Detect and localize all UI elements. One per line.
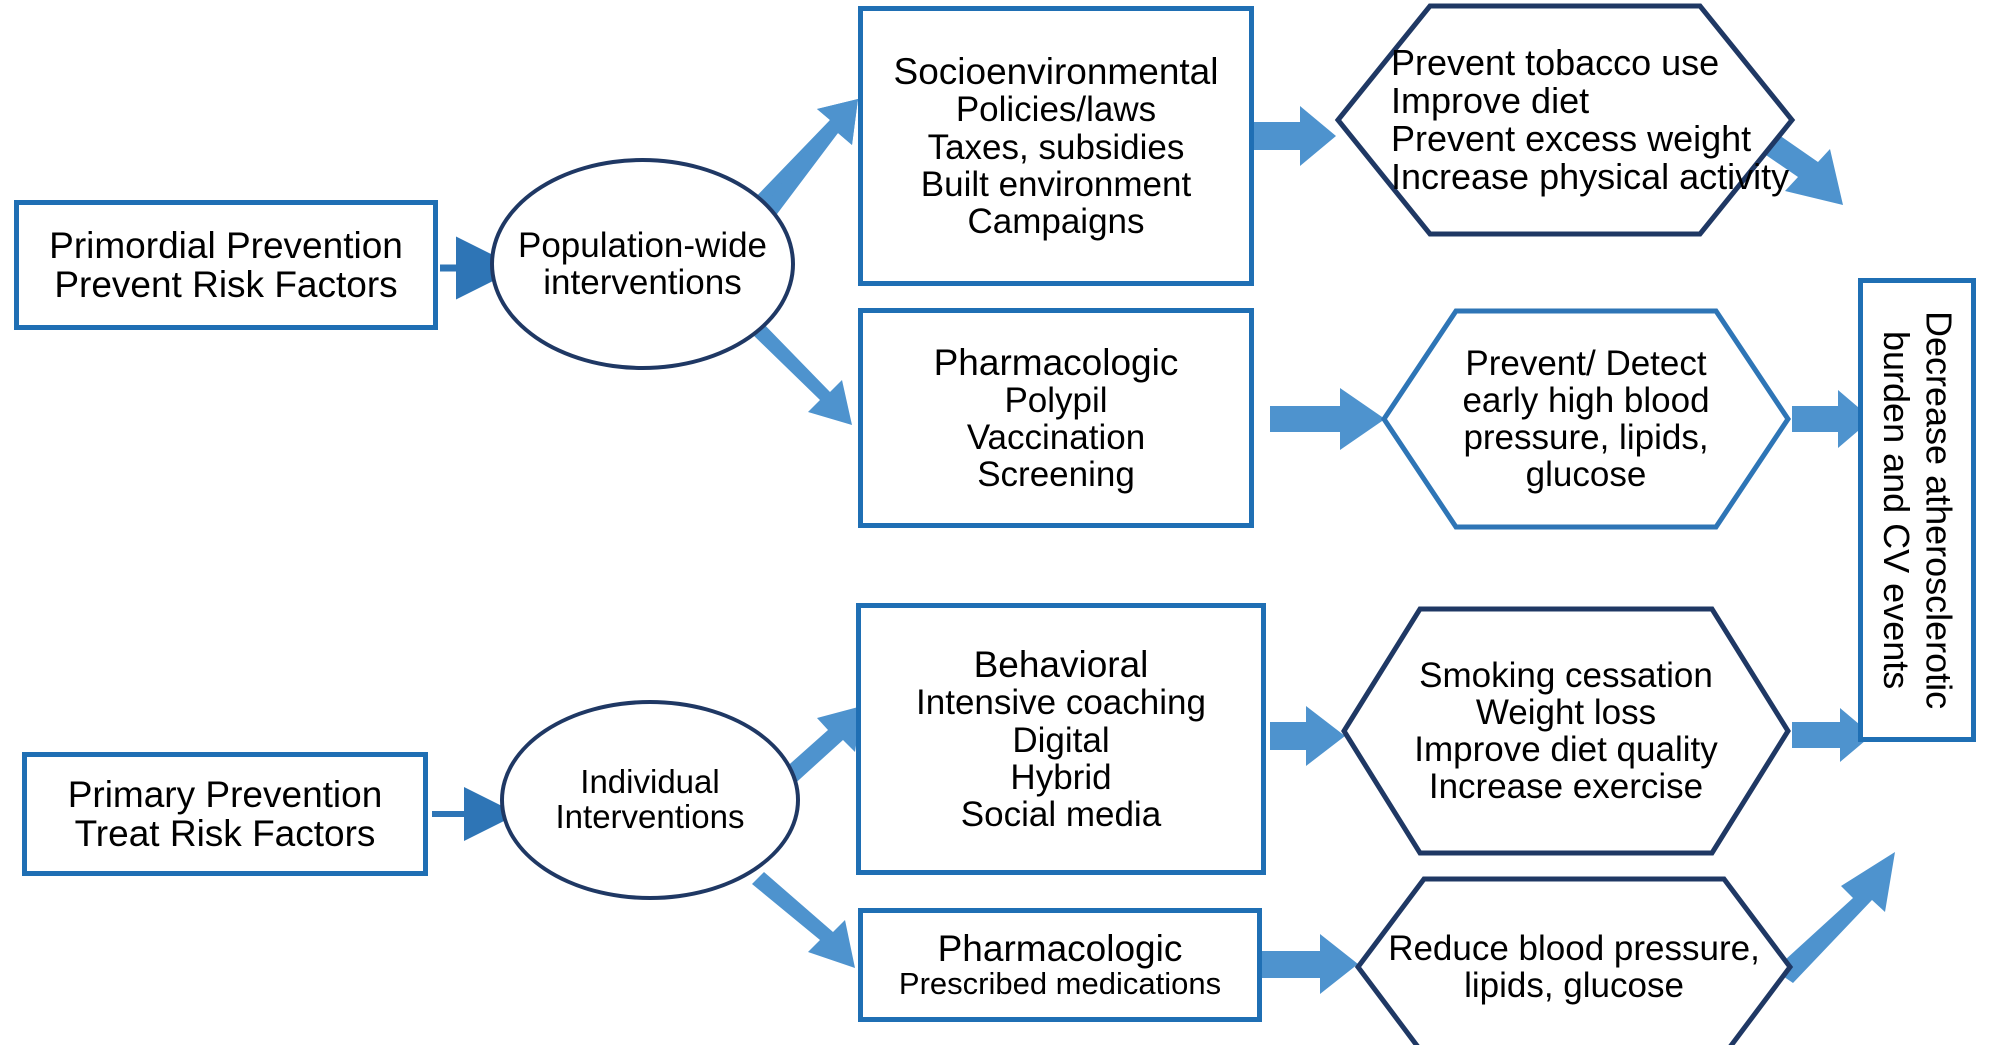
node-outcomes-pharmacologic-population[interactable]: Prevent/ Detect early high blood pressur… <box>1378 306 1794 532</box>
final-outcome-text-wrapper: Decrease atherosclerotic burden and CV e… <box>1863 283 1971 737</box>
pharmacologic-ind-item-0: Prescribed medications <box>898 966 1222 1002</box>
node-final-outcome[interactable]: Decrease atherosclerotic burden and CV e… <box>1858 278 1976 742</box>
node-socioenvironmental[interactable]: Socioenvironmental Policies/laws Taxes, … <box>858 6 1254 286</box>
primary-line1: Primary Prevention <box>67 773 383 815</box>
socioenvironmental-item-0: Policies/laws <box>955 90 1157 130</box>
hexagon-shape-1 <box>1334 3 1796 237</box>
behavioral-item-2: Hybrid <box>1010 757 1112 797</box>
pharmacologic-ind-heading: Pharmacologic <box>937 927 1183 969</box>
socioenvironmental-item-1: Taxes, subsidies <box>927 127 1185 167</box>
behavioral-item-0: Intensive coaching <box>916 683 1206 723</box>
arrow-behavioral-to-outcomes-behavioral <box>1270 706 1345 766</box>
arrow-pharmacologic-pop-to-outcomes <box>1270 388 1385 450</box>
final-outcome-text: Decrease atherosclerotic burden and CV e… <box>1876 310 1960 710</box>
outcomes-pharm-ind-item-1: lipids, glucose <box>1464 966 1684 1005</box>
arrow-individual-to-pharmacologic-ind <box>752 872 855 968</box>
population-line1: Population-wide <box>517 225 768 265</box>
outcomes-socio-item-3: Increase physical activity <box>1391 156 1790 198</box>
behavioral-item-3: Social media <box>960 794 1162 834</box>
socioenvironmental-item-2: Built environment <box>920 164 1192 204</box>
node-pharmacologic-population[interactable]: Pharmacologic Polypil Vaccination Screen… <box>858 308 1254 528</box>
individual-line2: Interventions <box>555 798 745 835</box>
outcomes-pharm-pop-item-0: Prevent/ Detect <box>1465 343 1707 383</box>
pharmacologic-pop-item-1: Vaccination <box>966 418 1146 458</box>
outcomes-pharm-pop-text: Prevent/ Detect early high blood pressur… <box>1378 306 1794 532</box>
primordial-line2: Prevent Risk Factors <box>54 264 398 305</box>
node-outcomes-pharmacologic-individual[interactable]: Reduce blood pressure, lipids, glucose <box>1352 874 1796 1045</box>
outcomes-socio-item-1: Improve diet <box>1391 79 1590 121</box>
arrow-socioenvironmental-to-outcomes <box>1253 106 1336 166</box>
hexagon-shape-4 <box>1354 876 1794 1045</box>
socioenvironmental-item-3: Campaigns <box>967 201 1145 241</box>
outcomes-behavioral-item-0: Smoking cessation <box>1419 655 1713 695</box>
hexagon-shape-2 <box>1380 308 1792 530</box>
outcomes-behavioral-item-3: Increase exercise <box>1428 767 1704 807</box>
outcomes-behavioral-item-2: Improve diet quality <box>1414 730 1718 769</box>
node-population-wide-interventions[interactable]: Population-wide interventions <box>490 158 795 370</box>
node-individual-interventions[interactable]: Individual Interventions <box>500 700 800 900</box>
behavioral-heading: Behavioral <box>973 644 1149 686</box>
outcomes-pharm-pop-item-1: early high blood <box>1462 380 1710 420</box>
outcomes-behavioral-item-1: Weight loss <box>1475 692 1657 732</box>
outcomes-pharm-ind-text: Reduce blood pressure, lipids, glucose <box>1352 874 1796 1045</box>
pharmacologic-pop-item-2: Screening <box>977 455 1135 495</box>
primary-line2: Treat Risk Factors <box>74 813 376 854</box>
outcomes-socio-item-2: Prevent excess weight <box>1391 118 1752 159</box>
node-primary-prevention[interactable]: Primary Prevention Treat Risk Factors <box>22 752 428 876</box>
individual-line1: Individual <box>580 763 720 801</box>
outcomes-socio-item-0: Prevent tobacco use <box>1391 41 1720 83</box>
outcomes-behavioral-text: Smoking cessation Weight loss Improve di… <box>1338 604 1794 858</box>
population-line2: interventions <box>543 263 742 302</box>
socioenvironmental-heading: Socioenvironmental <box>893 51 1219 93</box>
arrow-pharmacologic-ind-to-outcomes <box>1262 934 1358 994</box>
outcomes-socio-text: Prevent tobacco use Improve diet Prevent… <box>1325 0 1871 240</box>
primordial-line1: Primordial Prevention <box>49 224 403 266</box>
pharmacologic-pop-heading: Pharmacologic <box>933 341 1179 383</box>
node-outcomes-behavioral[interactable]: Smoking cessation Weight loss Improve di… <box>1338 604 1794 858</box>
behavioral-item-1: Digital <box>1012 720 1110 760</box>
hexagon-shape-3 <box>1341 606 1791 856</box>
node-pharmacologic-individual[interactable]: Pharmacologic Prescribed medications <box>858 908 1262 1022</box>
node-behavioral[interactable]: Behavioral Intensive coaching Digital Hy… <box>856 603 1266 875</box>
node-primordial-prevention[interactable]: Primordial Prevention Prevent Risk Facto… <box>14 200 438 330</box>
outcomes-pharm-ind-item-0: Reduce blood pressure, <box>1388 928 1760 968</box>
outcomes-pharm-pop-item-3: glucose <box>1525 455 1647 495</box>
pharmacologic-pop-item-0: Polypil <box>1004 380 1108 420</box>
arrow-population-to-pharmacologic-pop <box>748 318 852 425</box>
node-outcomes-socioenvironmental[interactable]: Prevent tobacco use Improve diet Prevent… <box>1325 0 1805 240</box>
outcomes-pharm-pop-item-2: pressure, lipids, <box>1463 418 1709 457</box>
